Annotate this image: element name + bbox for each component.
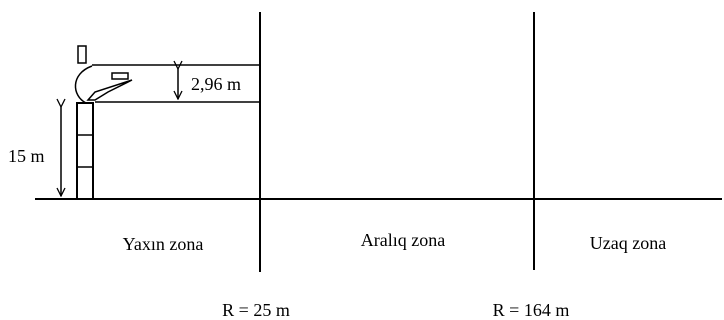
radius-far-label: R = 164 m [492,300,570,320]
zone-near-label: Yaxın zona [122,234,204,254]
zone-mid-label: Aralıq zona [360,230,446,250]
height-tower-label: 15 m [8,146,45,166]
height-small-label: 2,96 m [191,74,242,94]
zone-far-label: Uzaq zona [589,233,667,253]
radius-near-label: R = 25 m [222,300,290,320]
tower [76,102,94,200]
tower-equipment [74,45,133,104]
